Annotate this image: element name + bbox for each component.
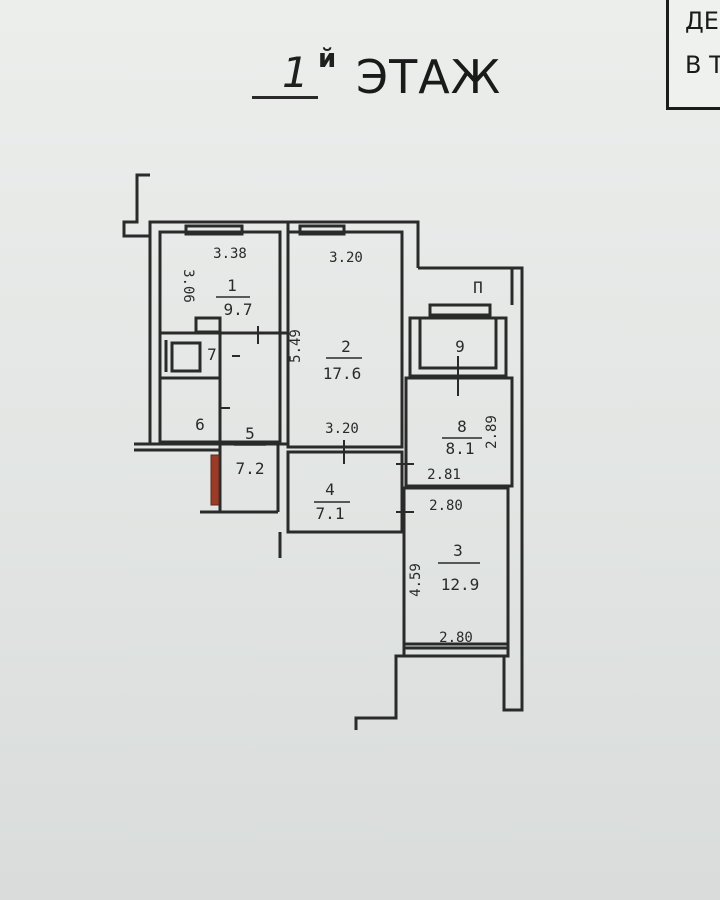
dimension-labels: 3.38 3.06 3.20 5.49 3.20 2.89 2.81 2.80 … [180,246,500,646]
dim-room1-width: 3.38 [213,246,247,262]
dim-room3-top-width: 2.80 [429,498,463,514]
wall-room3 [402,486,510,650]
dim-room2-depth: 5.49 [288,329,304,363]
fixture-room7 [170,341,202,373]
room7-number: 7 [207,345,217,364]
stamp-line-1: ДЕ [685,7,719,35]
room5-number: 5 [245,424,255,443]
floor-number-underline [252,96,318,99]
room2-area: 17.6 [323,364,362,383]
room6-number: 6 [195,415,205,434]
wall-bottom-stub [354,654,404,730]
room1-number: 1 [227,276,237,295]
wall-right-outer [502,266,524,712]
window-room2 [298,224,346,236]
dim-room2-bottom-width: 3.20 [325,421,359,437]
room2-number: 2 [341,337,351,356]
dim-room3-bottom-width: 2.80 [439,630,473,646]
balcony-label: П [473,278,483,297]
room8-number: 8 [457,417,467,436]
door-ticks [220,326,459,513]
door-room5 [210,454,220,506]
room8-area: 8.1 [446,439,475,458]
dim-room8-depth: 2.89 [484,415,500,449]
wall-balcony [418,266,514,305]
wall-top-right [402,220,420,268]
window-room1 [184,224,244,236]
window-room3 [402,642,510,658]
stamp-line-2: В Т [685,51,720,79]
fixture-room1 [194,316,222,334]
floor-number: 1 [282,48,309,97]
floor-title: ЭТАЖ [356,50,502,104]
room-labels: 1 9.7 2 17.6 5 7.2 6 7 4 7.1 9 8 8.1 3 1… [195,276,483,594]
room5-area: 7.2 [236,459,265,478]
dim-room3-depth: 4.59 [408,563,424,597]
room4-number: 4 [325,480,335,499]
dim-room8-width: 2.81 [427,467,461,483]
room4-area: 7.1 [316,504,345,523]
dim-room2-width: 3.20 [329,250,363,266]
dim-room1-depth: 3.06 [180,269,196,303]
window-room9 [428,303,492,317]
room3-number: 3 [453,541,463,560]
room3-area: 12.9 [441,575,480,594]
wall-entry-stub [122,173,150,238]
room9-number: 9 [455,337,465,356]
room1-area: 9.7 [224,300,253,319]
floor-suffix: й [318,44,337,74]
corner-stamp: ДЕ В Т [666,0,720,110]
